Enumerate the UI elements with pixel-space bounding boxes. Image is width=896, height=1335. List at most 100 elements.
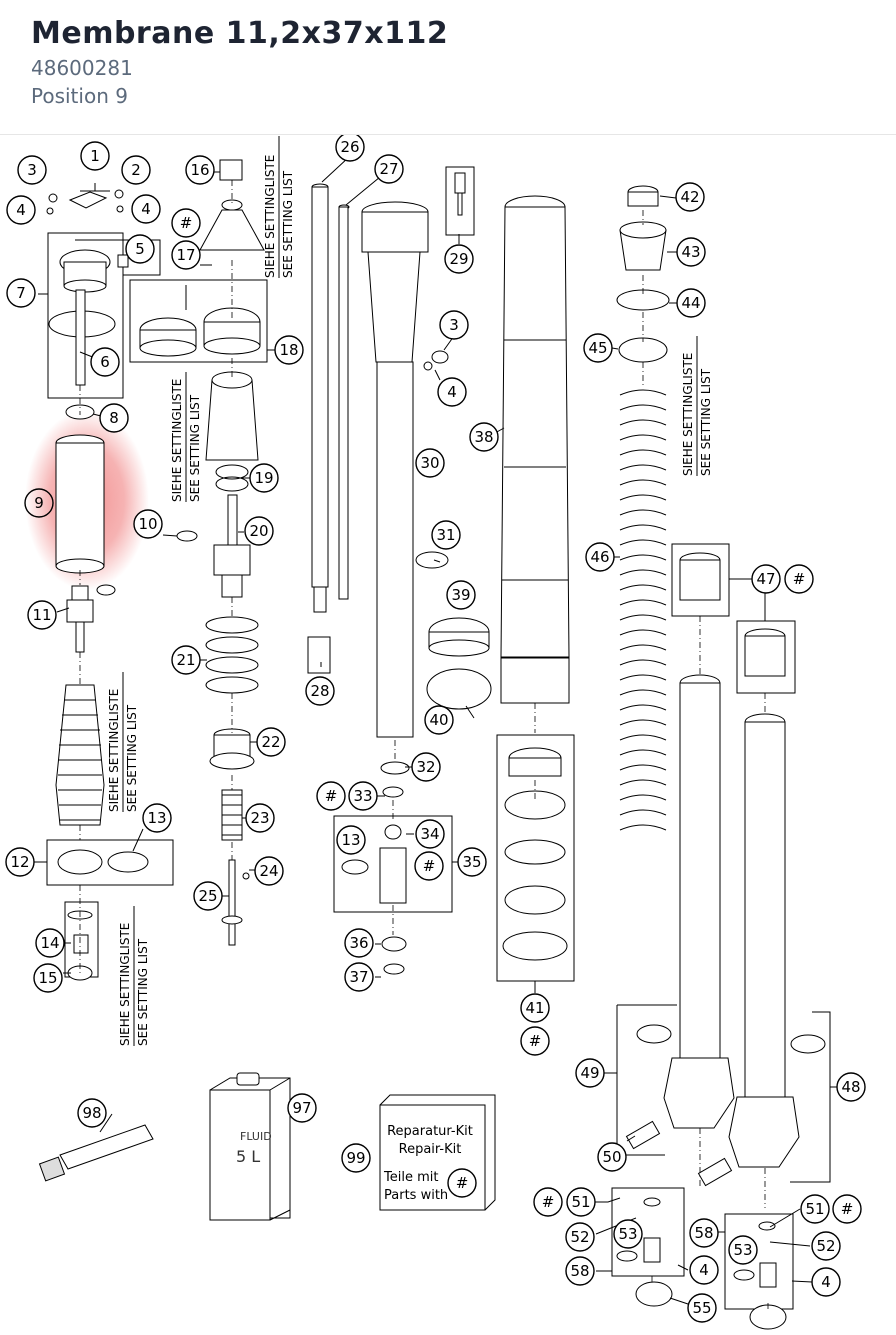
label-4[interactable]: 4 [689, 1255, 719, 1285]
label-hash[interactable]: # [832, 1194, 862, 1224]
label-9[interactable]: 9 [24, 488, 54, 518]
svg-text:4: 4 [821, 1273, 831, 1291]
label-34[interactable]: 34 [415, 819, 445, 849]
label-58[interactable]: 58 [689, 1218, 719, 1248]
label-12[interactable]: 12 [5, 847, 35, 877]
label-14[interactable]: 14 [35, 928, 65, 958]
label-31[interactable]: 31 [431, 520, 461, 550]
label-38[interactable]: 38 [469, 422, 499, 452]
label-10[interactable]: 10 [133, 509, 163, 539]
label-22[interactable]: 22 [256, 727, 286, 757]
label-19[interactable]: 19 [249, 463, 279, 493]
label-3[interactable]: 3 [439, 310, 469, 340]
svg-text:34: 34 [420, 825, 439, 843]
label-53[interactable]: 53 [728, 1235, 758, 1265]
label-13[interactable]: 13 [142, 803, 172, 833]
svg-text:43: 43 [681, 243, 700, 261]
label-17[interactable]: 17 [171, 240, 201, 270]
label-2[interactable]: 2 [121, 155, 151, 185]
label-hash[interactable]: # [316, 781, 346, 811]
svg-text:16: 16 [190, 161, 209, 179]
label-28[interactable]: 28 [305, 676, 335, 706]
svg-text:50: 50 [602, 1148, 621, 1166]
label-97[interactable]: 97 [287, 1093, 317, 1123]
label-51[interactable]: 51 [566, 1187, 596, 1217]
svg-text:#: # [423, 857, 436, 875]
label-1[interactable]: 1 [80, 141, 110, 171]
label-40[interactable]: 40 [424, 705, 454, 735]
label-16[interactable]: 16 [185, 155, 215, 185]
label-5[interactable]: 5 [125, 234, 155, 264]
svg-text:44: 44 [681, 294, 700, 312]
label-26[interactable]: 26 [335, 135, 365, 162]
consumables: FLUID 5 L Reparatur-Kit Repair-Kit Teile… [38, 1072, 496, 1221]
label-47[interactable]: 47 [751, 564, 781, 594]
label-46[interactable]: 46 [585, 542, 615, 572]
label-15[interactable]: 15 [33, 963, 63, 993]
label-30[interactable]: 30 [415, 448, 445, 478]
label-4[interactable]: 4 [6, 195, 36, 225]
can-brand-label: FLUID [240, 1130, 272, 1143]
label-33[interactable]: 33 [348, 781, 378, 811]
label-41[interactable]: 41 [520, 993, 550, 1023]
label-4[interactable]: 4 [811, 1267, 841, 1297]
label-6[interactable]: 6 [90, 347, 120, 377]
label-52[interactable]: 52 [565, 1222, 595, 1252]
label-23[interactable]: 23 [245, 803, 275, 833]
label-52[interactable]: 52 [811, 1231, 841, 1261]
svg-text:3: 3 [27, 161, 37, 179]
label-13[interactable]: 13 [336, 825, 366, 855]
label-51[interactable]: 51 [800, 1194, 830, 1224]
label-36[interactable]: 36 [344, 928, 374, 958]
svg-text:39: 39 [451, 586, 470, 604]
svg-text:6: 6 [100, 353, 110, 371]
label-42[interactable]: 42 [675, 182, 705, 212]
label-11[interactable]: 11 [27, 600, 57, 630]
cartridge-parts-center-left [129, 159, 268, 946]
svg-text:4: 4 [141, 200, 151, 218]
label-98[interactable]: 98 [77, 1098, 107, 1128]
label-18[interactable]: 18 [274, 335, 304, 365]
svg-text:#: # [529, 1032, 542, 1050]
svg-text:20: 20 [249, 522, 268, 540]
label-20[interactable]: 20 [244, 516, 274, 546]
svg-text:51: 51 [571, 1193, 590, 1211]
label-49[interactable]: 49 [575, 1058, 605, 1088]
label-24[interactable]: 24 [254, 856, 284, 886]
label-50[interactable]: 50 [597, 1142, 627, 1172]
position-labels: 1 2 3 4 4 5 7 6 8 9 10 11 13 12 14 15 16… [5, 135, 866, 1323]
label-4[interactable]: 4 [437, 377, 467, 407]
label-45[interactable]: 45 [583, 333, 613, 363]
label-hash[interactable]: # [784, 564, 814, 594]
svg-text:#: # [542, 1193, 555, 1211]
label-58[interactable]: 58 [565, 1256, 595, 1286]
label-7[interactable]: 7 [6, 278, 36, 308]
label-44[interactable]: 44 [676, 288, 706, 318]
label-hash[interactable]: # [533, 1187, 563, 1217]
label-53[interactable]: 53 [613, 1219, 643, 1249]
label-55[interactable]: 55 [687, 1293, 717, 1323]
svg-text:19: 19 [254, 469, 273, 487]
label-37[interactable]: 37 [344, 962, 374, 992]
label-39[interactable]: 39 [446, 580, 476, 610]
label-hash[interactable]: # [414, 851, 444, 881]
label-99[interactable]: 99 [341, 1143, 371, 1173]
label-hash[interactable]: # [520, 1026, 550, 1056]
label-8[interactable]: 8 [99, 403, 129, 433]
label-35[interactable]: 35 [457, 847, 487, 877]
svg-text:52: 52 [570, 1228, 589, 1246]
repair-kit-symbol: # [447, 1168, 477, 1198]
label-21[interactable]: 21 [171, 645, 201, 675]
label-27[interactable]: 27 [374, 154, 404, 184]
label-32[interactable]: 32 [411, 752, 441, 782]
label-3[interactable]: 3 [17, 155, 47, 185]
label-4[interactable]: 4 [131, 194, 161, 224]
label-25[interactable]: 25 [193, 881, 223, 911]
label-hash[interactable]: # [171, 208, 201, 238]
setting-note-en: SEE SETTING LIST [281, 170, 295, 278]
svg-text:18: 18 [279, 341, 298, 359]
svg-text:27: 27 [379, 160, 398, 178]
label-48[interactable]: 48 [836, 1072, 866, 1102]
label-43[interactable]: 43 [676, 237, 706, 267]
label-29[interactable]: 29 [444, 244, 474, 274]
